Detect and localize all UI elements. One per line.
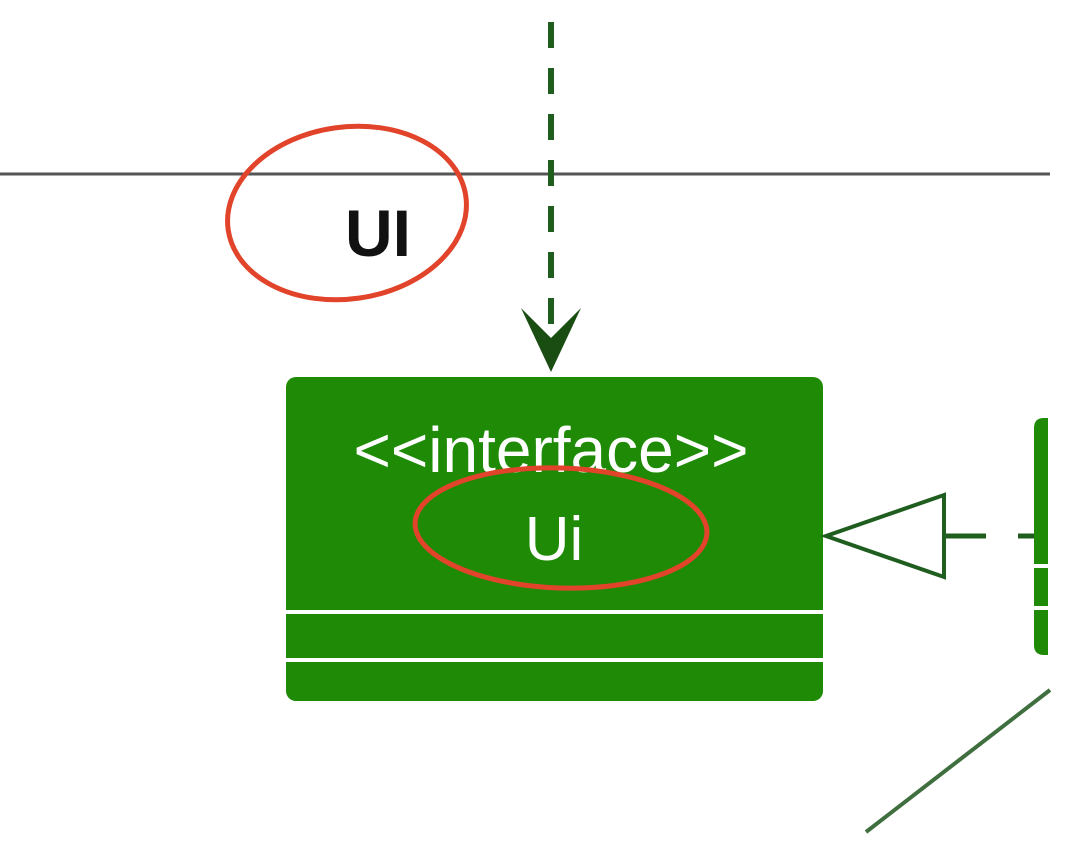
dependency-arrowhead (521, 308, 581, 372)
interface-stereotype: <<interface>> (354, 414, 749, 486)
neighbor-class-box[interactable] (1034, 418, 1048, 655)
interface-name: Ui (525, 505, 584, 574)
association-line (864, 688, 1052, 834)
annotation-circle-interface-name (412, 465, 710, 591)
annotation-circle-package-label (225, 123, 469, 303)
interface-box-body (286, 377, 823, 701)
interface-box[interactable]: <<interface>> Ui (286, 377, 823, 701)
neighbor-class-body (1034, 418, 1048, 655)
package-label: UI (345, 196, 411, 270)
realization-arrowhead (819, 492, 946, 580)
